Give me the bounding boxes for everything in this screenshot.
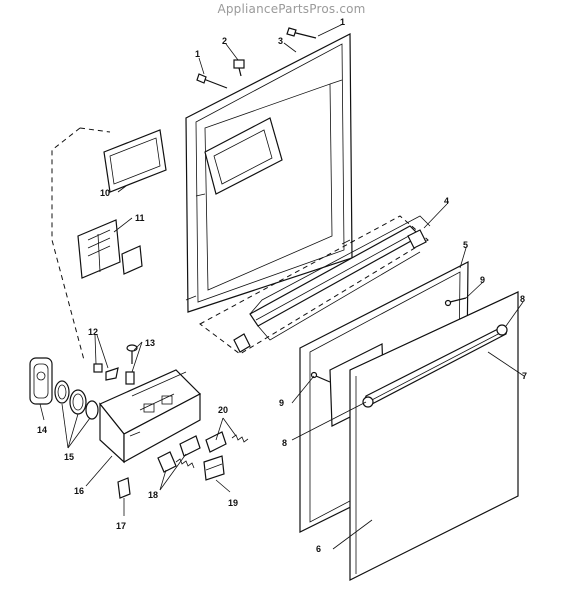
- callout-1b: 1: [195, 49, 200, 59]
- callout-7: 7: [522, 371, 527, 381]
- callout-8b: 8: [282, 438, 287, 448]
- callout-13: 13: [145, 338, 155, 348]
- callout-18: 18: [148, 490, 158, 500]
- screw-part-2: [233, 59, 245, 77]
- latch-housing-part-16: [99, 369, 202, 464]
- callout-9b: 9: [279, 398, 284, 408]
- latch-clip-part-12: [93, 363, 119, 381]
- screw-part-1a: [196, 73, 228, 89]
- callout-12: 12: [88, 327, 98, 337]
- inner-door-liner: [185, 33, 353, 313]
- callout-2: 2: [222, 36, 227, 46]
- door-channel-part: [233, 215, 431, 353]
- callout-10: 10: [100, 188, 110, 198]
- callout-4: 4: [444, 196, 449, 206]
- clip-part-17: [117, 477, 131, 499]
- callout-1a: 1: [340, 17, 345, 27]
- dashed-group-bracket: [199, 215, 429, 355]
- o-rings-part-15: [54, 380, 99, 420]
- screw-part-9b: [310, 371, 331, 383]
- callout-16: 16: [74, 486, 84, 496]
- callout-20: 20: [218, 405, 228, 415]
- callout-17: 17: [116, 521, 126, 531]
- outer-door-panel-part-6: [349, 291, 519, 581]
- callout-5: 5: [463, 240, 468, 250]
- spring-part-20: [205, 431, 249, 453]
- spring-part-18: [157, 435, 201, 473]
- callout-6: 6: [316, 544, 321, 554]
- callout-14: 14: [37, 425, 47, 435]
- callout-15: 15: [64, 452, 74, 462]
- latch-cover-part-14: [29, 357, 53, 405]
- pin-part-13: [125, 344, 138, 385]
- callout-9a: 9: [480, 275, 485, 285]
- vent-part-11: [77, 219, 143, 279]
- screw-part-9a: [444, 297, 467, 307]
- leader-lines: [39, 23, 525, 550]
- callout-8a: 8: [520, 294, 525, 304]
- vent-gasket-part-10: [103, 129, 167, 193]
- callout-11: 11: [135, 213, 145, 223]
- switch-part-19: [203, 455, 225, 481]
- callout-3: 3: [278, 36, 283, 46]
- watermark: AppliancePartsPros.com: [217, 2, 366, 16]
- callout-19: 19: [228, 498, 238, 508]
- callout-labels: 1 1 2 3 4 5 6 7 8 8 9 9 10 11 12 13 14 1…: [37, 17, 527, 554]
- screw-part-1b: [286, 27, 317, 39]
